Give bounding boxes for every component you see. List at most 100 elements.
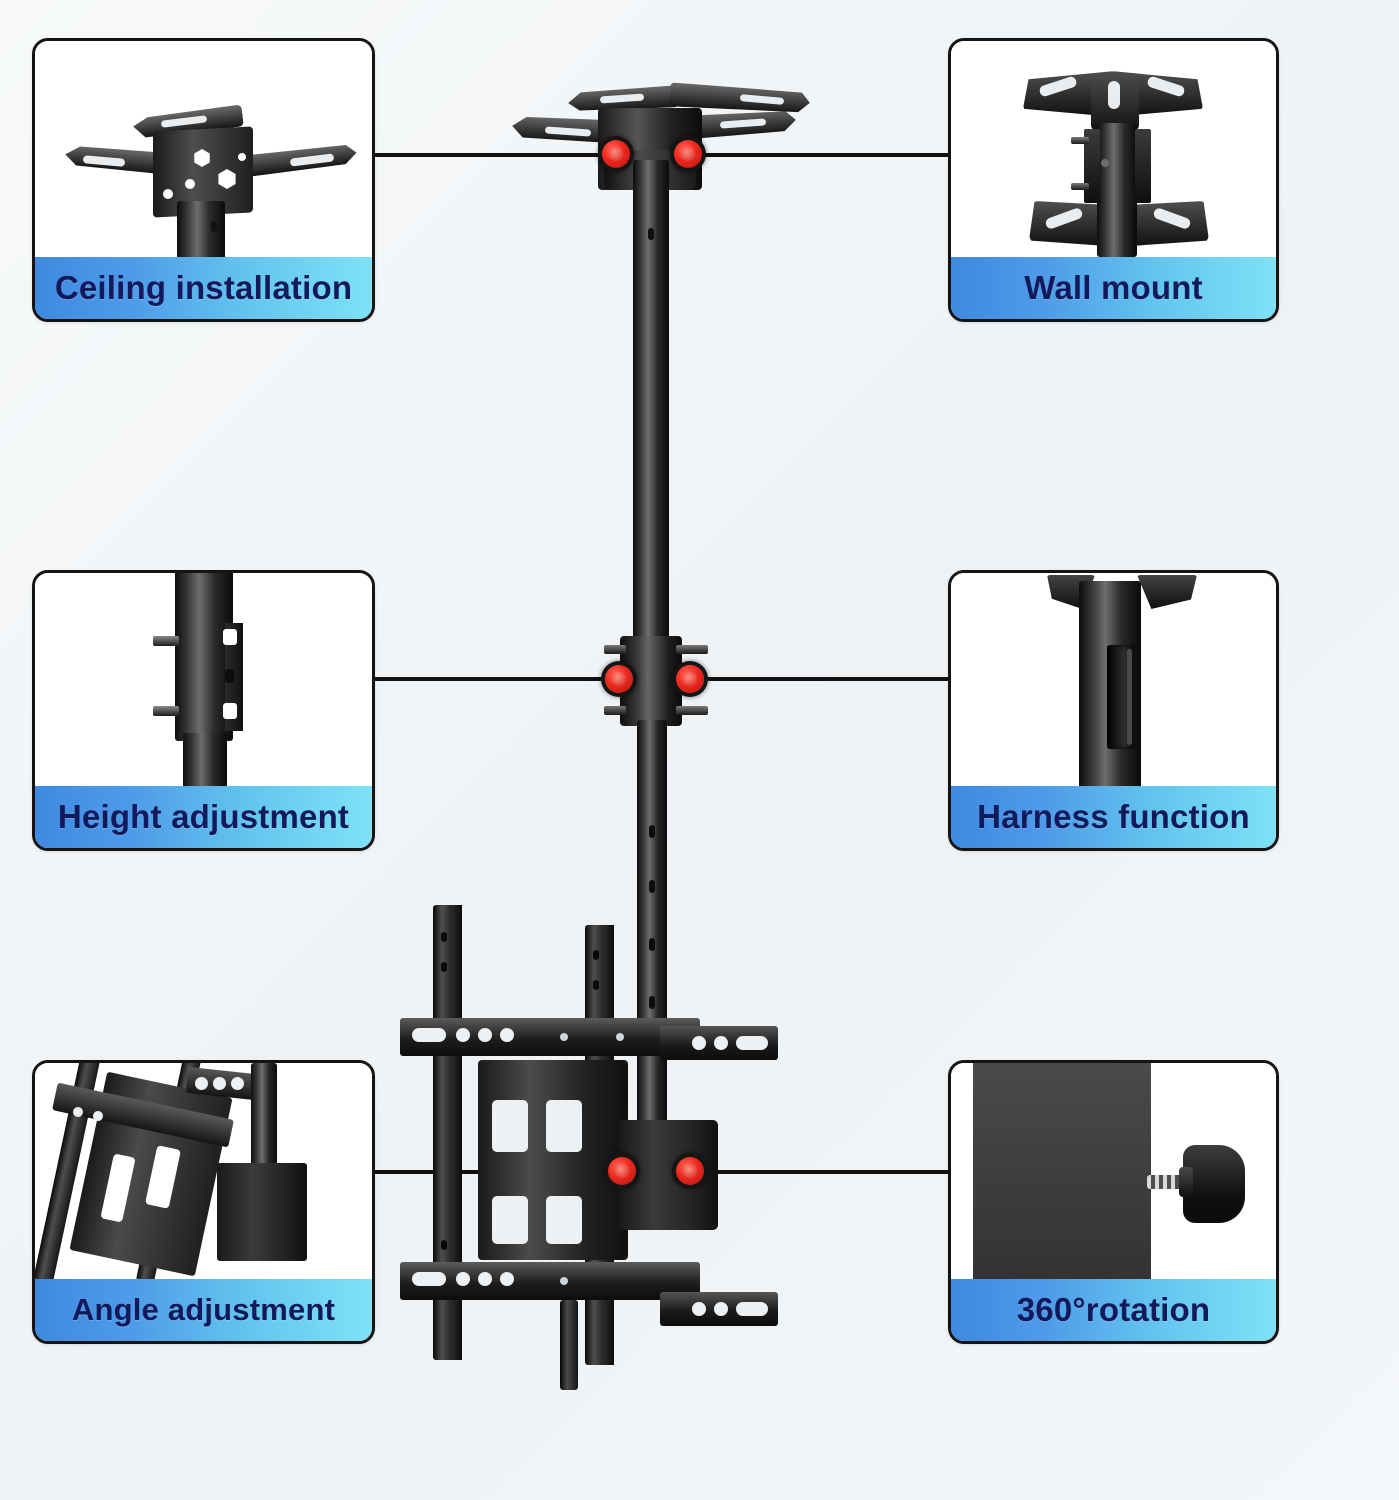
- rail-middle-hole-1: [593, 950, 599, 960]
- height-adjustment-label: Height adjustment: [57, 798, 350, 835]
- ci-plate-hole-1: [194, 149, 210, 167]
- arm-upper-hole-5: [616, 1033, 624, 1041]
- ci-pole: [177, 201, 225, 257]
- arm-lower-right-slot: [736, 1302, 768, 1316]
- callout-card-angle-adjustment[interactable]: Angle adjustment: [32, 1060, 375, 1344]
- ci-plate-hole-4: [238, 153, 246, 161]
- rotation-label-bar: 360°rotation: [951, 1279, 1276, 1341]
- ceiling-installation-image: [35, 41, 372, 257]
- rotation-knob-head[interactable]: [1183, 1145, 1245, 1223]
- aa-arm-top-hole-2: [213, 1077, 226, 1090]
- hf-bracket-right: [1137, 575, 1197, 609]
- wall-mount-label-bar: Wall mount: [951, 257, 1276, 319]
- height-adjustment-label-bar: Height adjustment: [35, 786, 372, 848]
- hf-channel-highlight: [1127, 649, 1132, 745]
- ha-notch-2: [223, 703, 237, 719]
- ceiling-knob-right[interactable]: [674, 140, 702, 168]
- rail-left-hole-1: [441, 932, 447, 942]
- harness-function-label: Harness function: [977, 798, 1250, 835]
- harness-function-image: [951, 573, 1276, 786]
- arm-lower-hole-2: [478, 1272, 492, 1286]
- rotation-knob-right[interactable]: [676, 1157, 704, 1185]
- vesa-window-left: [492, 1100, 528, 1152]
- ci-plate-hole-2: [218, 169, 236, 189]
- arm-upper-hole-2: [478, 1028, 492, 1042]
- callout-card-height-adjustment[interactable]: Height adjustment: [32, 570, 375, 851]
- wm-slot-top-center: [1108, 81, 1120, 109]
- rail-left-hole-3: [441, 1240, 447, 1250]
- upper-pole: [633, 160, 669, 660]
- arm-lower-slot-left: [412, 1272, 446, 1286]
- height-knob-right[interactable]: [676, 665, 704, 693]
- aa-arm-top-hole-3: [231, 1077, 244, 1090]
- rotation-image: [951, 1063, 1276, 1279]
- callout-card-360-rotation[interactable]: 360°rotation: [948, 1060, 1279, 1344]
- bracket-rail-right: [560, 1300, 578, 1390]
- ceiling-installation-label-bar: Ceiling installation: [35, 257, 372, 319]
- wall-mount-label: Wall mount: [1024, 269, 1203, 306]
- rotation-knob-collar: [1179, 1167, 1193, 1197]
- wm-bolt-upper: [1071, 137, 1089, 144]
- angle-adjustment-label-bar: Angle adjustment: [35, 1279, 372, 1341]
- arm-upper-hole-4: [560, 1033, 568, 1041]
- ha-pole-lower: [183, 733, 227, 786]
- lower-pole-hole-4: [649, 996, 655, 1009]
- callout-card-harness-function[interactable]: Harness function: [948, 570, 1279, 851]
- upper-pole-hole-1: [648, 228, 654, 240]
- vesa-window-right: [546, 1100, 582, 1152]
- lower-pole-hole-2: [649, 880, 655, 893]
- callout-card-wall-mount[interactable]: Wall mount: [948, 38, 1279, 322]
- angle-adjustment-image: [35, 1063, 372, 1279]
- ha-bolt-lower: [153, 706, 179, 716]
- ci-plate-hole-5: [163, 189, 173, 199]
- arm-upper-hole-3: [500, 1028, 514, 1042]
- joint-bolt-upper-left: [604, 645, 626, 654]
- vesa-window-left-2: [492, 1196, 528, 1244]
- joint-bolt-lower-right: [676, 706, 708, 715]
- ceiling-installation-label: Ceiling installation: [54, 269, 353, 306]
- height-knob-left[interactable]: [605, 665, 633, 693]
- wm-bracket-hole: [1101, 159, 1109, 167]
- arm-upper-right-hole-2: [714, 1036, 728, 1050]
- arm-upper-right-hole-1: [692, 1036, 706, 1050]
- wall-mount-image: [951, 41, 1276, 257]
- rotation-knob-left[interactable]: [608, 1157, 636, 1185]
- arm-lower-hole-4: [560, 1277, 568, 1285]
- arm-lower-hole-3: [500, 1272, 514, 1286]
- arm-lower-right-hole-1: [692, 1302, 706, 1316]
- rotation-label: 360°rotation: [1016, 1291, 1211, 1328]
- ci-pole-hole: [211, 221, 217, 232]
- ha-pole-hole-mid: [225, 669, 234, 683]
- bracket-arm-upper: [400, 1018, 700, 1056]
- wm-side-bracket-right: [1135, 129, 1151, 203]
- arm-upper-hole-1: [456, 1028, 470, 1042]
- aa-tilted-group: [35, 1063, 372, 1279]
- height-adjustment-image: [35, 573, 372, 786]
- ceiling-knob-left[interactable]: [602, 140, 630, 168]
- aa-arm-top-hole-1: [195, 1077, 208, 1090]
- lower-pole-hole-1: [649, 825, 655, 838]
- aa-pole: [251, 1063, 277, 1171]
- arm-upper-right-slot: [736, 1036, 768, 1050]
- angle-adjustment-label: Angle adjustment: [71, 1292, 336, 1327]
- bracket-arm-lower: [400, 1262, 700, 1300]
- arm-lower-right-hole-2: [714, 1302, 728, 1316]
- aa-rotation-housing: [217, 1163, 307, 1261]
- wm-bolt-lower: [1071, 183, 1089, 190]
- rotation-panel: [973, 1063, 1151, 1279]
- joint-bolt-lower-left: [604, 706, 626, 715]
- rail-left-hole-2: [441, 962, 447, 972]
- callout-card-ceiling-installation[interactable]: Ceiling installation: [32, 38, 375, 322]
- arm-upper-slot-left: [412, 1028, 446, 1042]
- ha-notch-1: [223, 629, 237, 645]
- bracket-rail-left-edge: [452, 905, 462, 1360]
- arm-lower-hole-1: [456, 1272, 470, 1286]
- ha-bolt-upper: [153, 636, 179, 646]
- vesa-window-right-2: [546, 1196, 582, 1244]
- lower-pole-hole-3: [649, 938, 655, 951]
- rail-middle-hole-2: [593, 980, 599, 990]
- harness-function-label-bar: Harness function: [951, 786, 1276, 848]
- ci-plate-hole-3: [185, 179, 195, 189]
